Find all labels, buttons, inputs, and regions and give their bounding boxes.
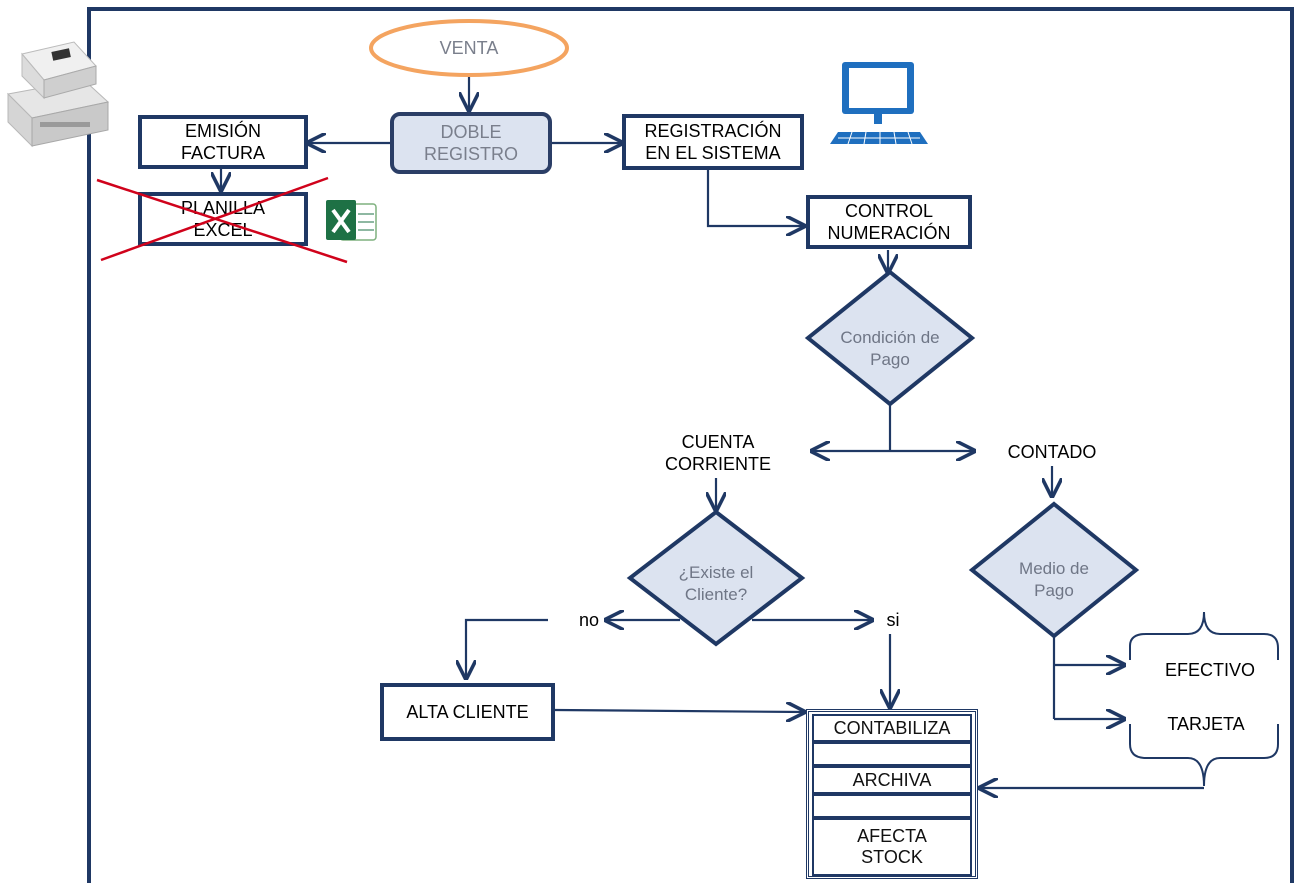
efectivo-label: EFECTIVO bbox=[1164, 660, 1255, 680]
arrow-registracion-to-control bbox=[706, 170, 804, 226]
empty-cell-1 bbox=[812, 742, 972, 766]
diagram-frame bbox=[87, 7, 1294, 883]
branch-si-label: si bbox=[886, 610, 900, 630]
decision-medio-label: Medio de Pago bbox=[1019, 559, 1089, 600]
decision-pago-label: Condición de Pago bbox=[840, 328, 940, 369]
alta-cliente-node: ALTA CLIENTE bbox=[380, 683, 555, 741]
computer-monitor-icon bbox=[830, 62, 928, 145]
afecta-stock-cell: AFECTA STOCK bbox=[812, 818, 972, 876]
emision-factura-node: EMISIÓN FACTURA bbox=[138, 115, 308, 169]
decision-pago-shape bbox=[804, 269, 976, 407]
registracion-node: REGISTRACIÓN EN EL SISTEMA bbox=[622, 114, 804, 170]
cuenta-corriente-label: CUENTA CORRIENTE bbox=[664, 432, 771, 474]
decision-medio-shape bbox=[968, 501, 1140, 639]
start-node-shape bbox=[369, 19, 569, 77]
empty-cell-2 bbox=[812, 794, 972, 818]
decision-cliente-shape bbox=[626, 509, 806, 647]
arrow-no-to-alta bbox=[466, 618, 548, 678]
payment-brace bbox=[1129, 611, 1279, 787]
contado-label: CONTADO bbox=[1007, 442, 1097, 462]
contabiliza-cell: CONTABILIZA bbox=[812, 714, 972, 742]
decision-cliente-label: ¿Existe el Cliente? bbox=[678, 563, 754, 604]
start-node-label: VENTA bbox=[439, 38, 499, 58]
process-stack: CONTABILIZA ARCHIVA AFECTA STOCK bbox=[806, 709, 978, 879]
double-register-node: DOBLE REGISTRO bbox=[390, 112, 552, 174]
cash-register-icon bbox=[6, 41, 110, 148]
arrow-alta-to-stack bbox=[554, 710, 804, 712]
excel-icon bbox=[326, 200, 377, 241]
control-numeracion-node: CONTROL NUMERACIÓN bbox=[806, 195, 972, 249]
branch-no-label: no bbox=[578, 610, 600, 630]
tarjeta-label: TARJETA bbox=[1167, 714, 1245, 734]
archiva-cell: ARCHIVA bbox=[812, 766, 972, 794]
planilla-excel-node: PLANILLA EXCEL bbox=[138, 192, 308, 246]
